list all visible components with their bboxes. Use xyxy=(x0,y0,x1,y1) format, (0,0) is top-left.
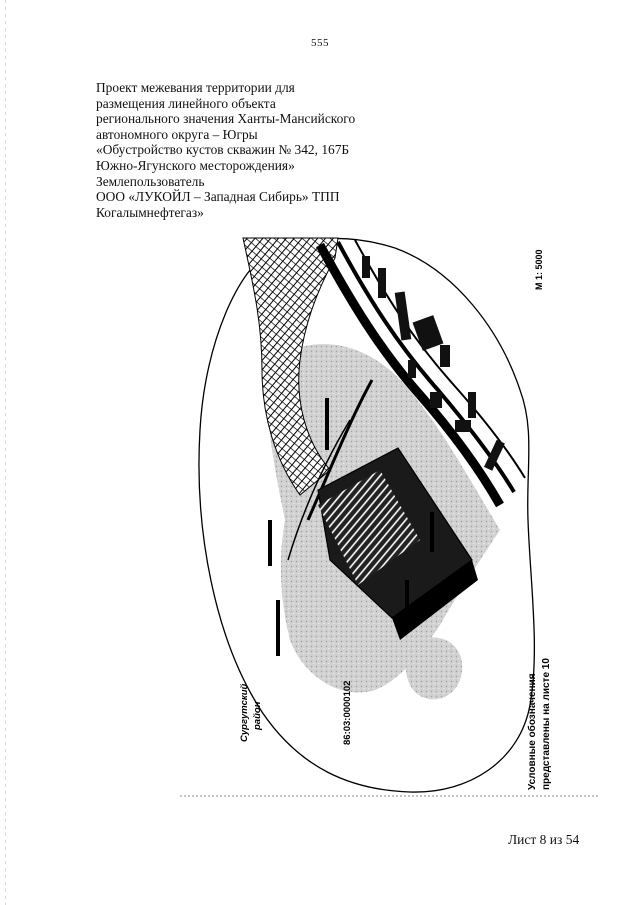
heading-line: Проект межевания территории для xyxy=(96,80,295,95)
sheet-counter: Лист 8 из 54 xyxy=(508,832,580,847)
heading-line: ООО «ЛУКОЙЛ – Западная Сибирь» ТПП xyxy=(96,189,340,205)
heading-line: автономного округа – Югры xyxy=(96,126,258,142)
heading-line: Южно-Ягунского месторождения» xyxy=(96,157,295,173)
heading-line: Когалымнефтегаз» xyxy=(96,204,204,220)
legend-note-line2: представлены на листе 10 xyxy=(541,658,552,790)
heading-line: Землепользователь xyxy=(96,173,205,189)
heading-line: размещения линейного объекта xyxy=(96,95,276,111)
heading-line: «Обустройство кустов скважин № 342, 167Б xyxy=(96,142,350,158)
document-heading: Проект межевания территории для размещен… xyxy=(96,80,416,220)
legend-note-line1: Условные обозначения xyxy=(526,673,538,790)
scan-edge-artifact xyxy=(5,0,6,905)
page-number: 555 xyxy=(311,37,329,49)
well-pad xyxy=(317,447,478,640)
map-annotation-marks xyxy=(268,398,434,656)
cadastral-parcel-number: 86:03:0000102 xyxy=(342,681,353,745)
map-boundary-outline xyxy=(198,237,535,793)
district-label-line2: район xyxy=(252,701,263,731)
hatched-site-belt xyxy=(242,237,339,496)
heading-line: регионального значения Ханты-Мансийского xyxy=(96,111,356,127)
map-scale-label: М 1: 5000 xyxy=(534,249,544,290)
corridor-structures xyxy=(362,256,505,471)
district-label-line1: Сургутский xyxy=(239,683,250,742)
